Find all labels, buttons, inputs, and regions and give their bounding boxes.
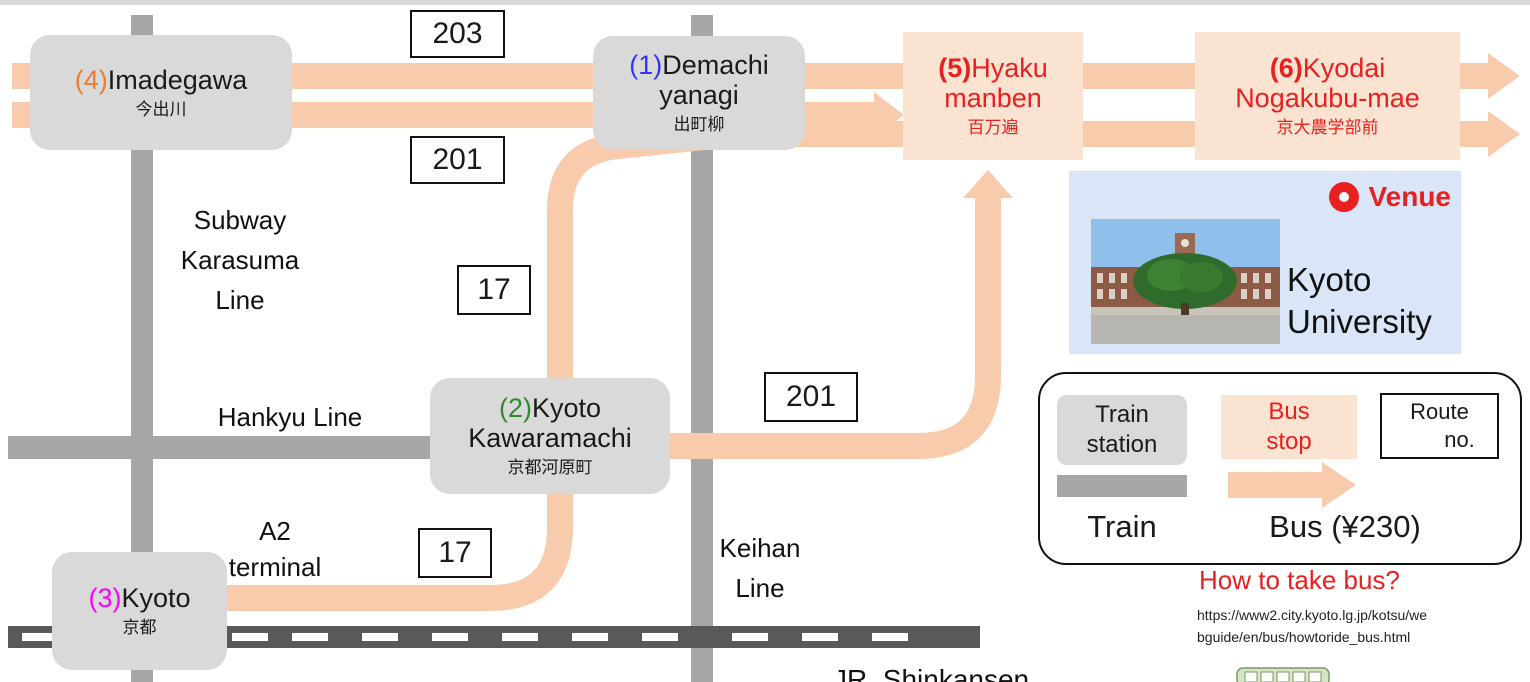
venue-heading: Venue (1328, 181, 1451, 213)
station-name-line2: yanagi (659, 80, 739, 110)
how-to-take-bus-link[interactable]: https://www2.city.kyoto.lg.jp/kotsu/we b… (1197, 607, 1428, 645)
legend-train-label: Train (1087, 509, 1157, 544)
stop-name: Kyodai (1302, 53, 1386, 83)
jr-shinkansen-label: JR, Shinkansen (833, 664, 1030, 682)
station-number: (1) (629, 50, 663, 80)
station-name-jp: 今出川 (135, 99, 187, 119)
stop-name-line2: Nogakubu-mae (1235, 83, 1420, 113)
station-name: Imadegawa (107, 64, 248, 95)
keihan-line-label: Keihan Line (719, 533, 801, 603)
stop-number: (6) (1269, 53, 1303, 83)
kyoto-university-clocktower-image (1091, 219, 1280, 344)
bus-arrow-201 (874, 92, 904, 138)
station-name: Demachi (662, 50, 769, 80)
jr-shinkansen-line (8, 626, 980, 648)
station-imadegawa: (4)Imadegawa 今出川 (30, 35, 292, 150)
station-name-jp: 出町柳 (673, 115, 725, 134)
legend-train-line-swatch (1057, 475, 1187, 497)
bus-route-201-mid (660, 196, 1001, 459)
hankyu-line-label: Hankyu Line (217, 402, 363, 432)
route-number-17: 17 (457, 265, 531, 315)
stop-name-jp: 百万遍 (967, 118, 1019, 137)
bus-arrow-203 (1488, 53, 1520, 99)
bus-route-17 (200, 124, 707, 611)
route-number-201: 201 (410, 136, 505, 184)
stop-number: (5) (938, 53, 972, 83)
station-name-jp: 京都 (122, 618, 157, 637)
station-name: Kyoto (531, 393, 602, 423)
legend-bus-arrow-icon (1228, 462, 1356, 508)
bus-arrow-201-up (963, 170, 1013, 198)
venue-panel: Venue Kyoto University (1069, 171, 1461, 354)
bus-stop-kyodai-nogakubu-mae: (6)Kyodai Nogakubu-mae 京大農学部前 (1195, 32, 1460, 160)
venue-name: Kyoto University (1287, 261, 1432, 340)
how-to-take-bus-heading: How to take bus? (1199, 565, 1400, 595)
station-kyoto: (3)Kyoto 京都 (52, 552, 227, 670)
stop-name: Hyaku (971, 53, 1048, 83)
station-name: Kyoto (121, 583, 191, 613)
stop-name-line2: manben (944, 83, 1042, 113)
keihan-line (691, 15, 713, 682)
a2-terminal-label: A2 terminal (228, 516, 322, 582)
station-number: (3) (88, 583, 122, 613)
station-kyoto-kawaramachi: (2)Kyoto Kawaramachi 京都河原町 (430, 378, 670, 494)
stop-name-jp: 京大農学部前 (1276, 118, 1379, 137)
station-number: (4) (74, 64, 108, 95)
subway-karasuma-line-label: Subway Karasuma Line (180, 205, 300, 315)
route-number-201: 201 (764, 372, 858, 422)
station-name-line2: Kawaramachi (468, 423, 632, 453)
station-number: (2) (498, 393, 532, 423)
bus-icon (1236, 667, 1330, 682)
venue-marker-icon (1328, 182, 1359, 212)
subway-karasuma-line (131, 15, 153, 682)
hankyu-line (8, 436, 448, 459)
legend-bus-label: Bus (¥230) (1269, 509, 1421, 544)
route-number-17: 17 (418, 528, 492, 578)
venue-title: Venue (1368, 181, 1451, 212)
bus-stop-hyakumanben: (5)Hyaku manben 百万遍 (903, 32, 1083, 160)
route-number-203: 203 (410, 10, 505, 58)
station-demachiyanagi: (1)Demachi yanagi 出町柳 (593, 36, 805, 150)
bus-arrow-17 (1488, 111, 1520, 157)
station-name-jp: 京都河原町 (507, 458, 593, 477)
